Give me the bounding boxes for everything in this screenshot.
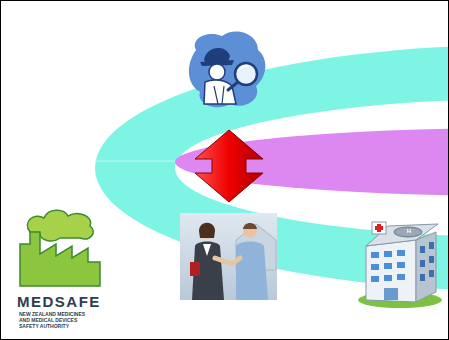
logo-wordmark: MEDSAFE	[17, 293, 107, 310]
medsafe-factory-logo	[20, 210, 100, 286]
handshake-clipart	[180, 213, 277, 300]
double-arrow	[195, 130, 263, 202]
helipad-letter: H	[403, 228, 415, 235]
logo-subtitle: NEW ZEALAND MEDICINES AND MEDICAL DEVICE…	[19, 312, 91, 329]
detective-clipart	[189, 32, 265, 108]
hospital-clipart	[358, 222, 442, 308]
